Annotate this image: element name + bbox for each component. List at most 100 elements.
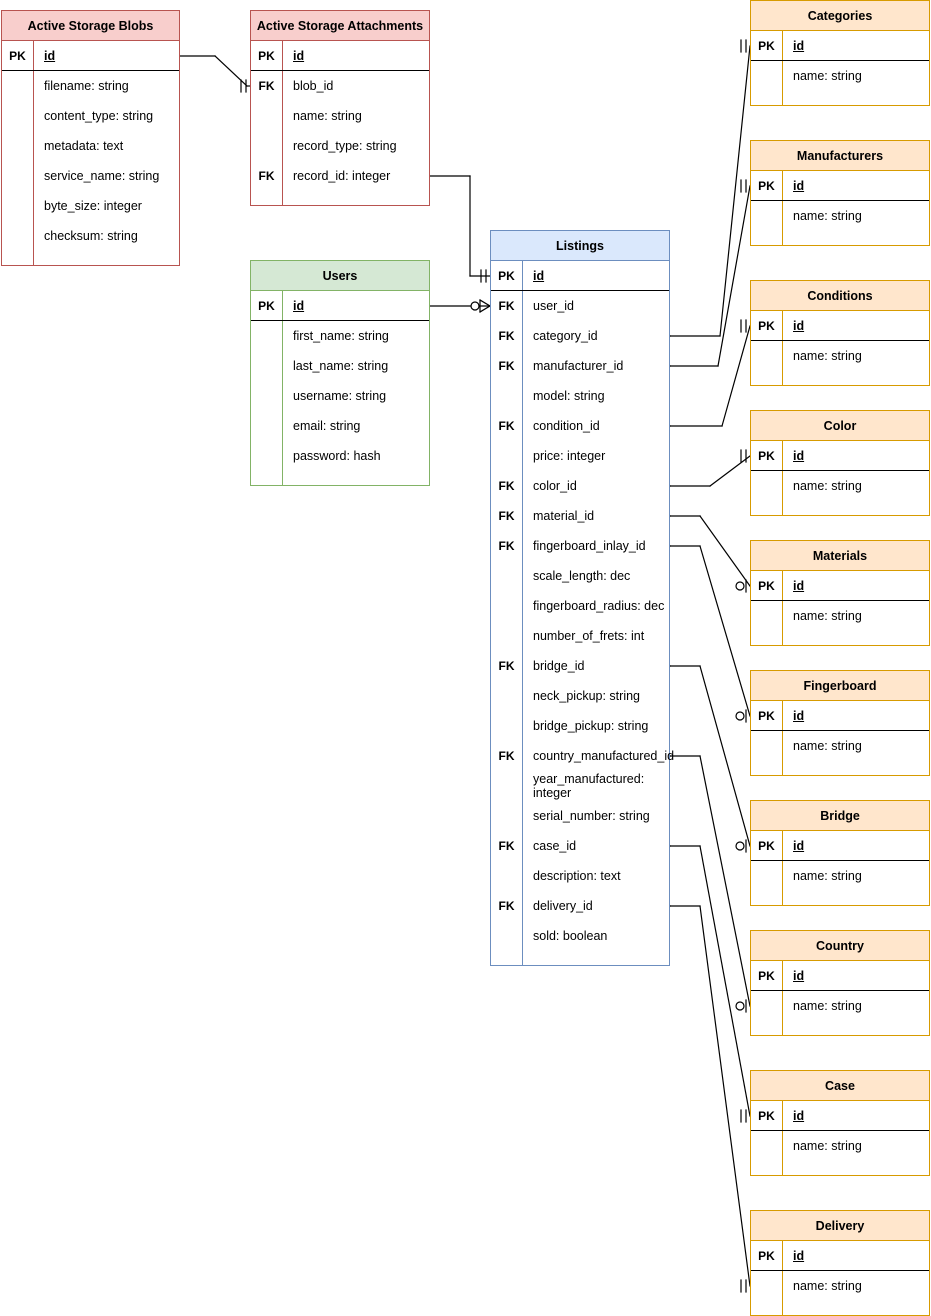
attribute-name: fingerboard_inlay_id	[522, 531, 669, 561]
attribute-row[interactable]: name: string	[751, 991, 929, 1021]
attribute-row[interactable]: name: string	[751, 201, 929, 231]
attribute-row[interactable]: description: text	[491, 861, 669, 891]
attribute-row[interactable]: byte_size: integer	[2, 191, 179, 221]
attribute-row[interactable]: fingerboard_radius: dec	[491, 591, 669, 621]
attribute-row[interactable]: name: string	[251, 101, 429, 131]
attribute-name: id	[782, 31, 929, 60]
attribute-row[interactable]: price: integer	[491, 441, 669, 471]
attribute-row[interactable]: filename: string	[2, 71, 179, 101]
attribute-row[interactable]: number_of_frets: int	[491, 621, 669, 651]
attribute-row[interactable]: name: string	[751, 1131, 929, 1161]
attribute-label: fingerboard_inlay_id	[533, 539, 646, 553]
attribute-row[interactable]: name: string	[751, 341, 929, 371]
attribute-row[interactable]: name: string	[751, 861, 929, 891]
entity-bottom-spacer	[751, 501, 929, 515]
attribute-row[interactable]: scale_length: dec	[491, 561, 669, 591]
attribute-key: PK	[498, 268, 515, 283]
attribute-row[interactable]: username: string	[251, 381, 429, 411]
attribute-row[interactable]: last_name: string	[251, 351, 429, 381]
attribute-label: filename: string	[44, 79, 129, 93]
attribute-row[interactable]: metadata: text	[2, 131, 179, 161]
attribute-row[interactable]: name: string	[751, 1271, 929, 1301]
attribute-name: color_id	[522, 471, 669, 501]
attribute-label: name: string	[793, 739, 862, 753]
attribute-row[interactable]: content_type: string	[2, 101, 179, 131]
relationship-listings-to-categories	[659, 39, 751, 343]
attribute-row[interactable]: model: string	[491, 381, 669, 411]
attribute-name: bridge_pickup: string	[522, 711, 669, 741]
attribute-row[interactable]: serial_number: string	[491, 801, 669, 831]
attribute-row[interactable]: name: string	[751, 601, 929, 631]
entity-bottom-spacer	[751, 1301, 929, 1315]
attribute-label: username: string	[293, 389, 387, 403]
spacer-field	[782, 1161, 929, 1175]
attribute-row[interactable]: email: string	[251, 411, 429, 441]
attribute-row[interactable]: neck_pickup: string	[491, 681, 669, 711]
attribute-key: FK	[498, 329, 515, 343]
attribute-key	[2, 221, 33, 251]
attribute-row[interactable]: first_name: string	[251, 321, 429, 351]
attribute-row[interactable]: year_manufactured: integer	[491, 771, 669, 801]
attribute-key	[2, 161, 33, 191]
attribute-name: price: integer	[522, 441, 669, 471]
attribute-row[interactable]: name: string	[751, 731, 929, 761]
attribute-row[interactable]: service_name: string	[2, 161, 179, 191]
attribute-label: description: text	[533, 869, 621, 883]
entity-title-manufacturers: Manufacturers	[751, 141, 929, 171]
attribute-key: FK	[498, 659, 515, 673]
attribute-row[interactable]: sold: boolean	[491, 921, 669, 951]
attribute-row[interactable]: name: string	[751, 61, 929, 91]
attribute-row[interactable]: checksum: string	[2, 221, 179, 251]
spacer-field	[782, 371, 929, 385]
attribute-row[interactable]: password: hash	[251, 441, 429, 471]
attribute-key	[491, 561, 522, 591]
attribute-row[interactable]: record_type: string	[251, 131, 429, 161]
attribute-row[interactable]: name: string	[751, 471, 929, 501]
attribute-label: name: string	[793, 1139, 862, 1153]
attribute-row[interactable]: bridge_pickup: string	[491, 711, 669, 741]
